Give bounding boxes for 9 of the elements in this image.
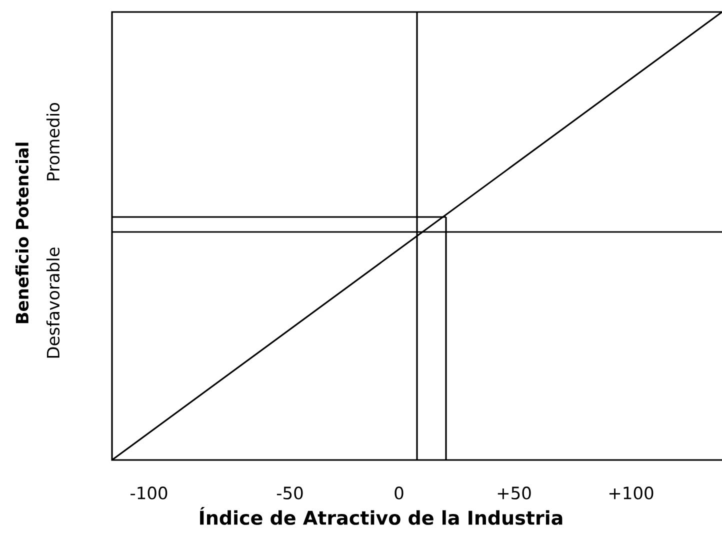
tick-label: -50	[276, 486, 303, 500]
axis-title: Beneficio Potencial	[15, 142, 29, 324]
axis-title: Índice de Atractivo de la Industria	[200, 507, 562, 525]
tick-label: +100	[609, 486, 654, 500]
axis-label: Promedio	[46, 102, 60, 180]
tick-label: -100	[130, 486, 168, 500]
tick-label: +50	[498, 486, 531, 500]
tick-label: 0	[394, 486, 404, 500]
axis-label: Desfavorable	[46, 248, 60, 358]
